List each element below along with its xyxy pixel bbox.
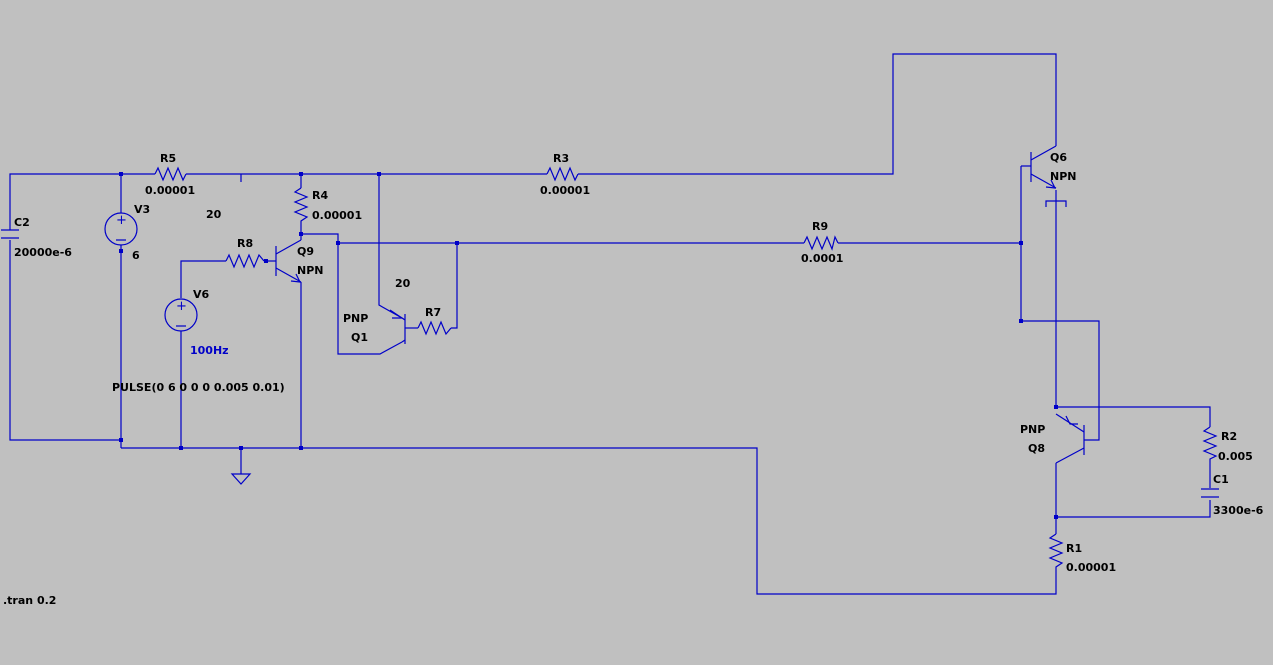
transistor-q8[interactable]: PNP Q8 xyxy=(1020,413,1085,485)
capacitor-c2[interactable]: C2 20000e-6 xyxy=(1,216,72,259)
q1-label: Q1 xyxy=(351,331,368,344)
r9-value: 0.0001 xyxy=(801,252,843,265)
resistor-r8[interactable]: R8 xyxy=(225,237,265,269)
v3-label: V3 xyxy=(134,203,150,216)
resistor-r5[interactable]: R5 0.00001 xyxy=(145,152,195,197)
voltage-source-v3[interactable]: + V3 6 xyxy=(104,203,150,262)
plus-icon: + xyxy=(116,213,127,228)
junctions xyxy=(119,172,1058,519)
resistor-r9[interactable]: R9 0.0001 xyxy=(801,220,843,265)
resistor-r4[interactable]: R4 0.00001 xyxy=(293,187,362,225)
r3-value: 0.00001 xyxy=(540,184,590,197)
c1-value: 3300e-6 xyxy=(1213,504,1264,517)
transistor-q9[interactable]: Q9 NPN xyxy=(275,234,323,286)
simulation-directive[interactable]: .tran 0.2 xyxy=(3,594,56,607)
plus-icon: + xyxy=(176,299,187,314)
resistor-r3[interactable]: R3 0.00001 xyxy=(540,152,590,197)
r1-label: R1 xyxy=(1066,542,1082,555)
r2-label: R2 xyxy=(1221,430,1237,443)
v3-value: 6 xyxy=(132,249,140,262)
r5-label: R5 xyxy=(160,152,176,165)
r7-value: 20 xyxy=(395,277,411,290)
ground-icon xyxy=(230,473,252,485)
q9-type: NPN xyxy=(297,264,323,277)
capacitor-c1[interactable]: C1 3300e-6 xyxy=(1201,473,1264,517)
voltage-source-v6[interactable]: + V6 100Hz PULSE(0 6 0 0 0 0.005 0.01) xyxy=(112,288,285,394)
r7-label: R7 xyxy=(425,306,441,319)
q1-type: PNP xyxy=(343,312,368,325)
r8-value: 20 xyxy=(206,208,222,221)
q8-label: Q8 xyxy=(1028,442,1045,455)
resistor-r7[interactable]: R7 xyxy=(417,306,452,336)
q9-label: Q9 xyxy=(297,245,314,258)
wires xyxy=(9,53,1211,595)
transistor-q1[interactable]: PNP Q1 xyxy=(343,309,406,344)
resistor-r1[interactable]: R1 0.00001 xyxy=(1048,533,1116,578)
v6-source: PULSE(0 6 0 0 0 0.005 0.01) xyxy=(112,381,285,394)
q6-label: Q6 xyxy=(1050,151,1067,164)
q6-type: NPN xyxy=(1050,170,1076,183)
r2-value: 0.005 xyxy=(1218,450,1253,463)
r3-label: R3 xyxy=(553,152,569,165)
r1-value: 0.00001 xyxy=(1066,561,1116,574)
c1-label: C1 xyxy=(1213,473,1229,486)
r9-label: R9 xyxy=(812,220,828,233)
v6-value: 100Hz xyxy=(190,344,229,357)
c2-value: 20000e-6 xyxy=(14,246,72,259)
r4-label: R4 xyxy=(312,189,328,202)
r5-value: 0.00001 xyxy=(145,184,195,197)
resistor-r2[interactable]: R2 0.005 xyxy=(1202,426,1253,463)
q8-type: PNP xyxy=(1020,423,1045,436)
r4-value: 0.00001 xyxy=(312,209,362,222)
transistor-q6[interactable]: Q6 NPN xyxy=(1021,145,1076,207)
v6-label: V6 xyxy=(193,288,210,301)
c2-label: C2 xyxy=(14,216,30,229)
r8-label: R8 xyxy=(237,237,253,250)
